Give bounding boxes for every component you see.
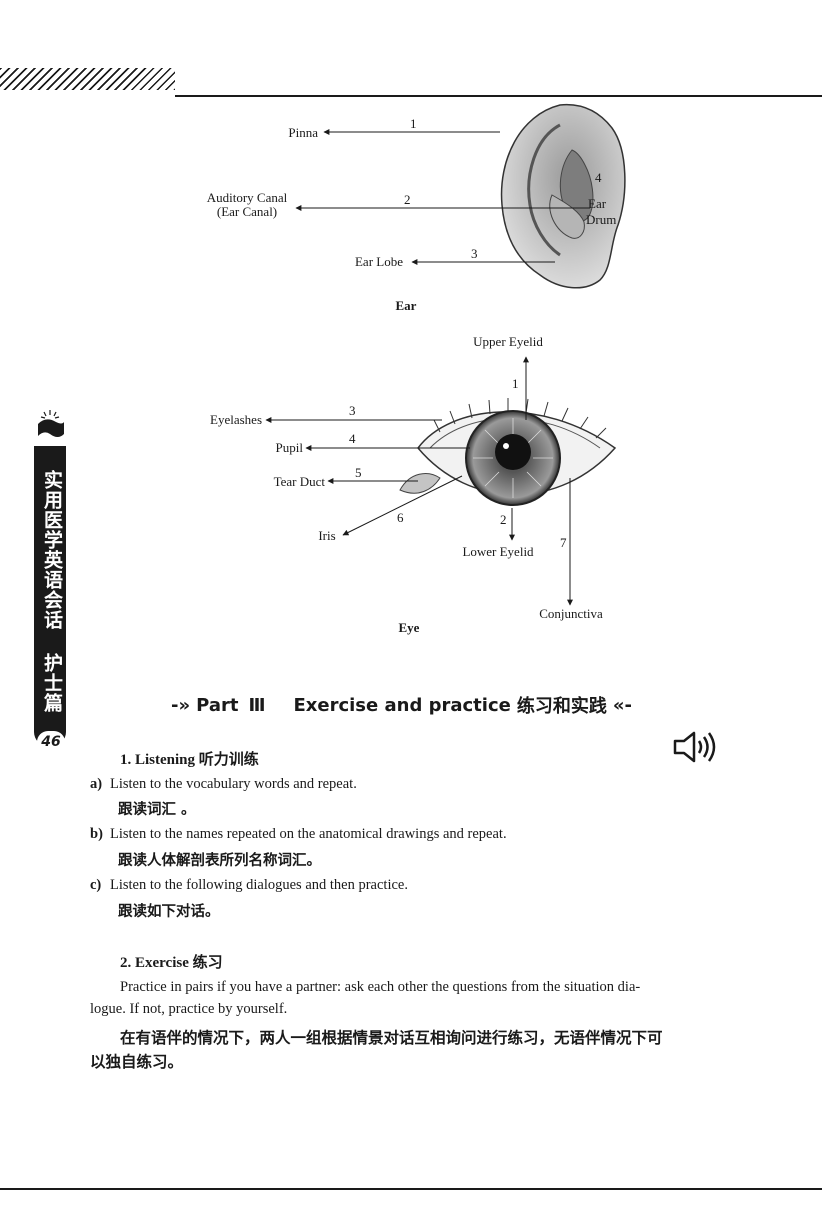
listening-item-b-zh: 跟读人体解剖表所列名称词汇。 xyxy=(118,853,321,869)
eye-number-2: 2 xyxy=(500,512,507,527)
ear-label-ear-drum-sub: Drum xyxy=(586,212,616,227)
side-chapter-tab xyxy=(34,446,66,746)
double-arrow-left-icon: «- xyxy=(612,694,632,716)
ear-label-pinna: Pinna xyxy=(288,125,318,140)
exercise-paragraph-zh-line1: 在有语伴的情况下，两人一组根据情景对话互相询问进行练习，无语伴情况下可 xyxy=(120,1029,663,1047)
ear-label-ear-lobe: Ear Lobe xyxy=(355,254,403,269)
exercise-section-title: 2. Exercise 练习 xyxy=(120,955,223,971)
part-prefix: Part xyxy=(196,694,239,716)
exercise-paragraph-en-line2: logue. If not, practice by yourself. xyxy=(90,1001,288,1017)
eye-label-eyelashes: Eyelashes xyxy=(210,412,262,427)
header-rule xyxy=(175,95,822,97)
eye-number-6: 6 xyxy=(397,510,404,525)
side-tab-title: 实用医学英语会话 护士篇 xyxy=(41,470,63,713)
eye-label-tear-duct: Tear Duct xyxy=(274,474,326,489)
ear-number-4: 4 xyxy=(595,170,602,185)
item-text-en: Listen to the following dialogues and th… xyxy=(110,877,408,893)
listening-item-c-zh: 跟读如下对话。 xyxy=(118,904,220,920)
listening-item-a: a) Listen to the vocabulary words and rep… xyxy=(90,774,357,794)
item-text-en: Listen to the vocabulary words and repea… xyxy=(110,776,357,792)
eye-label-upper-eyelid: Upper Eyelid xyxy=(473,334,543,349)
eye-drawing xyxy=(399,398,617,506)
anatomy-figure: Pinna Auditory Canal (Ear Canal) Ear Lob… xyxy=(207,103,626,635)
exercise-paragraph-en-line1: Practice in pairs if you have a partner:… xyxy=(120,979,641,995)
item-label: a) xyxy=(90,776,103,792)
listening-section-title: 1. Listening 听力训练 xyxy=(120,752,259,768)
ear-label-lines xyxy=(295,129,590,265)
part-title-en: Exercise and practice xyxy=(293,694,511,716)
eye-number-4: 4 xyxy=(349,431,356,446)
listening-item-b: b) Listen to the names repeated on the an… xyxy=(90,824,507,844)
ear-number-2: 2 xyxy=(404,192,411,207)
part-heading: -» Part Ⅲ Exercise and practice 练习和实践 «- xyxy=(165,690,665,720)
footer-rule xyxy=(0,1188,822,1190)
listening-item-a-zh: 跟读词汇 。 xyxy=(118,802,196,818)
eye-label-lines xyxy=(265,356,573,606)
ear-label-auditory-canal-sub: (Ear Canal) xyxy=(217,204,277,219)
eye-caption: Eye xyxy=(399,620,420,635)
ear-number-3: 3 xyxy=(471,246,478,261)
exercise-paragraph-zh-line2: 以独自练习。 xyxy=(90,1053,184,1071)
speaker-icon[interactable] xyxy=(672,730,720,764)
item-label: c) xyxy=(90,877,102,893)
part-numeral: Ⅲ xyxy=(248,694,266,716)
eye-label-conjunctiva: Conjunctiva xyxy=(539,606,603,621)
ear-number-1: 1 xyxy=(410,116,417,131)
eye-number-7: 7 xyxy=(560,535,567,550)
ear-label-auditory-canal: Auditory Canal xyxy=(207,190,288,205)
flag-icon xyxy=(38,410,64,450)
eye-label-iris: Iris xyxy=(318,528,335,543)
eye-label-lower-eyelid: Lower Eyelid xyxy=(462,544,534,559)
eye-label-pupil: Pupil xyxy=(276,440,304,455)
part-title-zh: 练习和实践 xyxy=(516,696,607,717)
item-label: b) xyxy=(90,826,103,842)
ear-drawing xyxy=(500,103,626,289)
ear-label-ear-drum: Ear xyxy=(588,196,607,211)
item-text-en: Listen to the names repeated on the anat… xyxy=(110,826,507,842)
listening-item-c: c) Listen to the following dialogues and … xyxy=(90,875,408,895)
header-hatch-decoration xyxy=(0,68,175,90)
eye-number-3: 3 xyxy=(349,403,356,418)
page-number: 46 xyxy=(37,731,65,753)
ear-caption: Ear xyxy=(396,298,417,313)
eye-number-1: 1 xyxy=(512,376,519,391)
eye-number-5: 5 xyxy=(355,465,362,480)
double-arrow-right-icon: -» xyxy=(171,694,191,716)
